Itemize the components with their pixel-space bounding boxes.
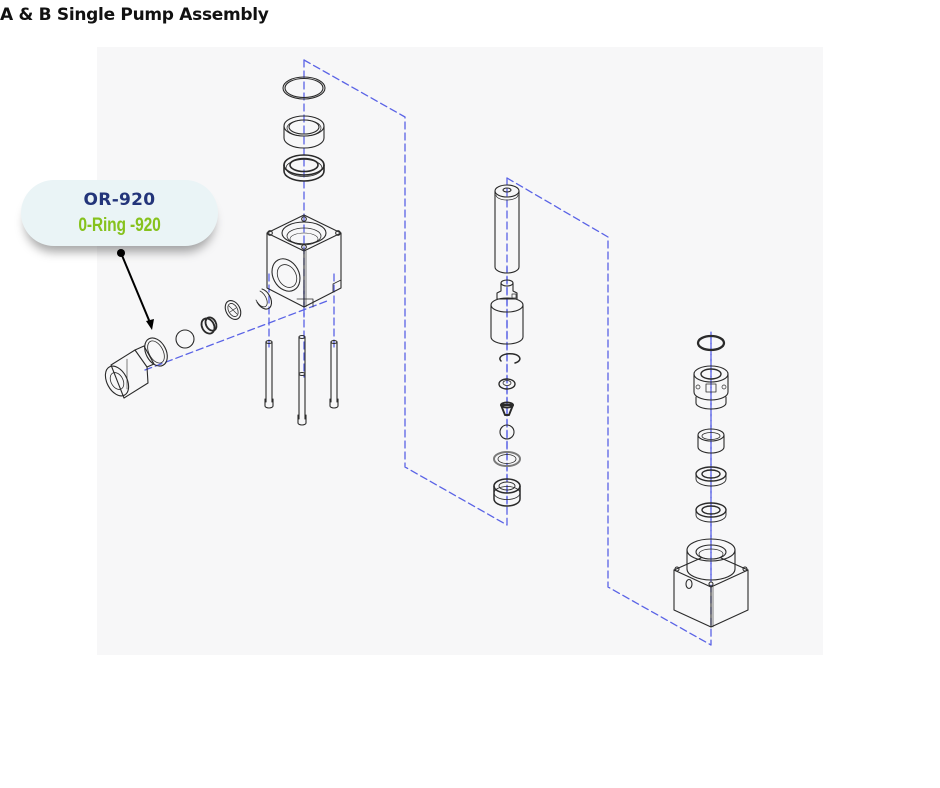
piston-assembly (490, 184, 524, 507)
seal-part (695, 466, 727, 487)
bushing-part (697, 428, 725, 454)
seal-housing-part (283, 115, 325, 149)
o-ring-920-part (144, 337, 168, 367)
seal-cartridge-part (493, 478, 521, 507)
cylinder-base-part (673, 538, 749, 628)
seal-part (498, 378, 516, 390)
snap-ring-part (282, 76, 326, 100)
snap-ring-part (499, 352, 521, 364)
gland-nut-part (693, 365, 729, 410)
check-cage-part (200, 316, 218, 335)
cylinder-assembly (673, 334, 749, 628)
inlet-fitting-part (104, 345, 155, 399)
exploded-view-svg (104, 59, 749, 646)
axis-line (303, 59, 508, 526)
check-ball-part (175, 329, 195, 349)
seal-part (695, 502, 727, 523)
check-seat-part (224, 300, 242, 320)
retaining-ring-part (255, 288, 273, 310)
tie-rod-part (329, 339, 339, 409)
axis-line (144, 300, 328, 371)
piston-adapter-part (490, 279, 524, 345)
page-title: A & B Single Pump Assembly (0, 5, 269, 25)
tie-rod-part (264, 339, 274, 409)
part-name: 0-Ring -920 (78, 215, 161, 236)
pump-block-part (266, 214, 342, 308)
o-ring-part (696, 334, 726, 352)
washer-part (493, 451, 521, 467)
pump-head-assembly (104, 76, 342, 426)
assembly-axis-lines (144, 59, 712, 646)
u-cup-seal-part (283, 154, 325, 182)
part-code: OR-920 (83, 190, 156, 210)
axis-line (506, 177, 712, 646)
poppet-part (500, 401, 514, 416)
piston-rod-part (494, 184, 520, 274)
ball-part (499, 424, 515, 440)
part-callout-label: OR-920 0-Ring -920 (21, 180, 218, 246)
tie-rod-part (297, 334, 307, 426)
exploded-view-drawing (97, 47, 823, 655)
